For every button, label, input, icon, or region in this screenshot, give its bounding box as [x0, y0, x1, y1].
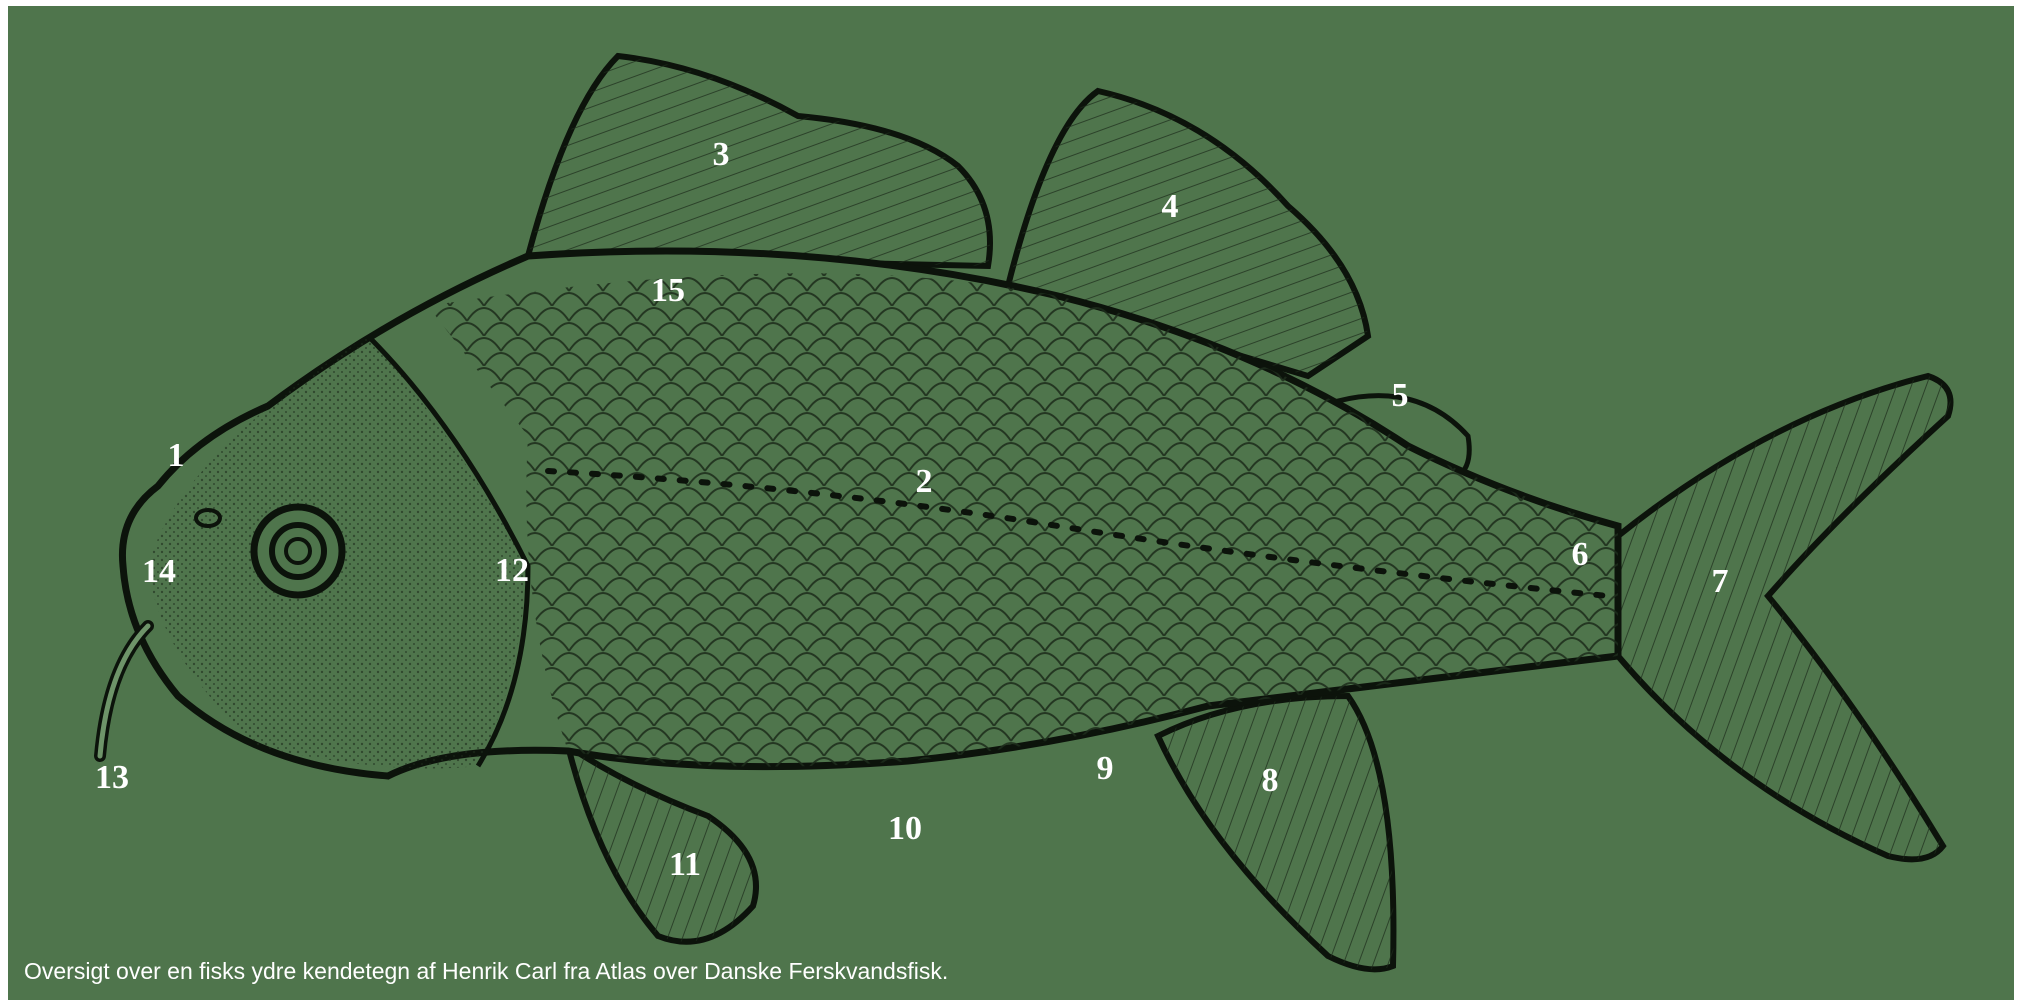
- label-7: 7: [1712, 565, 1729, 599]
- label-15: 15: [651, 274, 685, 308]
- anal-fin: [1158, 696, 1393, 969]
- label-3: 3: [713, 138, 730, 172]
- label-14: 14: [142, 555, 176, 589]
- label-13: 13: [95, 761, 129, 795]
- fish-illustration: [8, 6, 2014, 1000]
- barbel: [100, 626, 148, 756]
- label-4: 4: [1162, 190, 1179, 224]
- label-11: 11: [669, 848, 701, 882]
- pelvic-fin: [568, 746, 756, 942]
- label-6: 6: [1572, 538, 1589, 572]
- label-8: 8: [1262, 764, 1279, 798]
- eye: [254, 507, 342, 595]
- diagram-panel: 1 2 3 4 5 6 7 8 9 10 11 12 13 14 15 Over…: [8, 6, 2014, 1000]
- caudal-fin: [1618, 376, 1951, 859]
- fish-body: [122, 251, 1618, 776]
- dorsal-fin-front: [528, 56, 990, 266]
- label-1: 1: [168, 439, 185, 473]
- label-12: 12: [495, 554, 529, 588]
- label-10: 10: [888, 812, 922, 846]
- label-9: 9: [1097, 752, 1114, 786]
- caption: Oversigt over en fisks ydre kendetegn af…: [24, 958, 948, 985]
- label-5: 5: [1392, 379, 1409, 413]
- label-2: 2: [916, 465, 933, 499]
